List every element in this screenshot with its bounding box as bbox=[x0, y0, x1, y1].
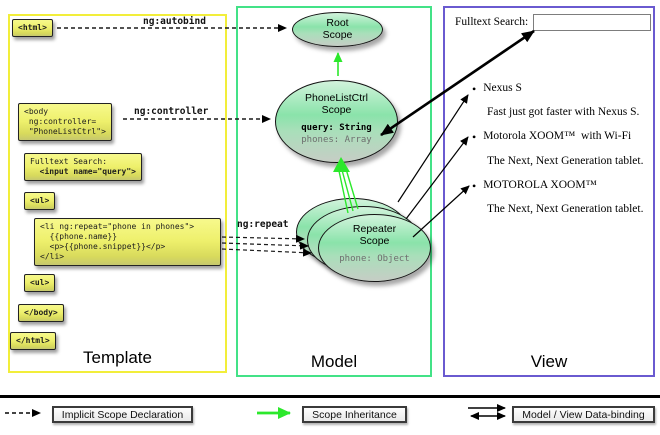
phone-title: Motorola XOOM™ with Wi-Fi bbox=[483, 130, 632, 142]
view-panel-label: View bbox=[530, 352, 568, 371]
phone-snippet: The Next, Next Generation tablet. bbox=[487, 155, 644, 167]
code-box-body-close: </body> bbox=[18, 304, 64, 322]
bullet-icon: • bbox=[472, 130, 477, 144]
code-line: {{phone.name}} bbox=[40, 232, 118, 241]
ng-controller-label: ng:controller bbox=[134, 106, 209, 117]
code-line: </html> bbox=[16, 336, 50, 345]
model-panel-label: Model bbox=[310, 352, 358, 371]
code-line: Fulltext Search: bbox=[30, 157, 108, 166]
phonelistctrl-scope-title: PhoneListCtrl Scope bbox=[276, 81, 397, 116]
legend-implicit-scope-box: Implicit Scope Declaration bbox=[52, 406, 193, 423]
phone-snippet: The Next, Next Generation tablet. bbox=[487, 203, 644, 215]
root-scope-ellipse: Root Scope bbox=[292, 12, 383, 47]
phone-title: MOTOROLA XOOM™ bbox=[483, 179, 597, 191]
bullet-icon: • bbox=[472, 179, 477, 193]
phonelistctrl-scope-props: query: String phones: Array bbox=[276, 122, 397, 146]
list-item-title: • Motorola XOOM™ with Wi-Fi bbox=[472, 130, 632, 144]
code-line: <html> bbox=[18, 23, 47, 32]
legend-scope-inheritance-box: Scope Inheritance bbox=[302, 406, 407, 423]
repeater-scope-ellipse-front: Repeater Scope phone: Object bbox=[318, 214, 431, 282]
code-box-li-repeat: <li ng:repeat="phone in phones"> {{phone… bbox=[34, 218, 221, 266]
ng-repeat-label: ng:repeat bbox=[237, 219, 289, 230]
root-scope-title-line2: Scope bbox=[322, 29, 353, 41]
code-line: <li ng:repeat="phone in phones"> bbox=[40, 222, 195, 231]
model-panel: Model bbox=[236, 6, 432, 377]
query-property: query: String bbox=[301, 123, 372, 133]
code-box-ul-close: <ul> bbox=[24, 274, 56, 292]
code-box-ul-open: <ul> bbox=[24, 192, 56, 210]
code-line: "PhoneListCtrl"> bbox=[24, 127, 106, 136]
repeater-title-line2: Scope bbox=[359, 235, 390, 247]
code-line: <body bbox=[24, 107, 49, 116]
bullet-icon: • bbox=[472, 82, 477, 96]
template-panel-label: Template bbox=[83, 348, 152, 367]
code-line: </body> bbox=[24, 308, 58, 317]
legend-separator bbox=[0, 395, 660, 398]
code-box-fulltext-search: Fulltext Search: <input name="query"> bbox=[24, 153, 142, 181]
phone-title: Nexus S bbox=[483, 82, 522, 94]
code-line: <input name="query"> bbox=[30, 167, 136, 176]
phone-property: phone: Object bbox=[339, 254, 410, 264]
fulltext-search-input[interactable] bbox=[533, 14, 651, 31]
phonelistctrl-scope-ellipse: PhoneListCtrl Scope query: String phones… bbox=[275, 80, 398, 163]
root-scope-title-line1: Root bbox=[326, 17, 349, 29]
code-box-body-open: <body ng:controller= "PhoneListCtrl"> bbox=[18, 103, 112, 141]
repeater-scope-props: phone: Object bbox=[319, 253, 430, 265]
code-line: <p>{{phone.snippet}}</p> bbox=[40, 242, 166, 251]
phones-property: phones: Array bbox=[301, 135, 372, 145]
code-line: <ul> bbox=[30, 196, 50, 205]
phonelistctrl-title-line1: PhoneListCtrl bbox=[304, 92, 369, 104]
fulltext-search-label: Fulltext Search: bbox=[455, 16, 529, 28]
phonelistctrl-title-line2: Scope bbox=[321, 104, 352, 116]
legend-databinding-box: Model / View Data-binding bbox=[512, 406, 655, 423]
code-line: <ul> bbox=[30, 278, 50, 287]
ng-autobind-label: ng:autobind bbox=[143, 16, 206, 27]
code-box-html-close: </html> bbox=[10, 332, 56, 350]
phone-snippet: Fast just got faster with Nexus S. bbox=[487, 106, 640, 118]
root-scope-title: Root Scope bbox=[293, 13, 382, 41]
list-item-title: • MOTOROLA XOOM™ bbox=[472, 179, 597, 193]
code-line: </li> bbox=[40, 252, 65, 261]
list-item-title: • Nexus S bbox=[472, 82, 522, 96]
code-box-html-open: <html> bbox=[12, 19, 53, 37]
code-line: ng:controller= bbox=[24, 117, 97, 126]
repeater-scope-title: Repeater Scope bbox=[319, 215, 430, 247]
repeater-title-line1: Repeater bbox=[352, 223, 397, 235]
